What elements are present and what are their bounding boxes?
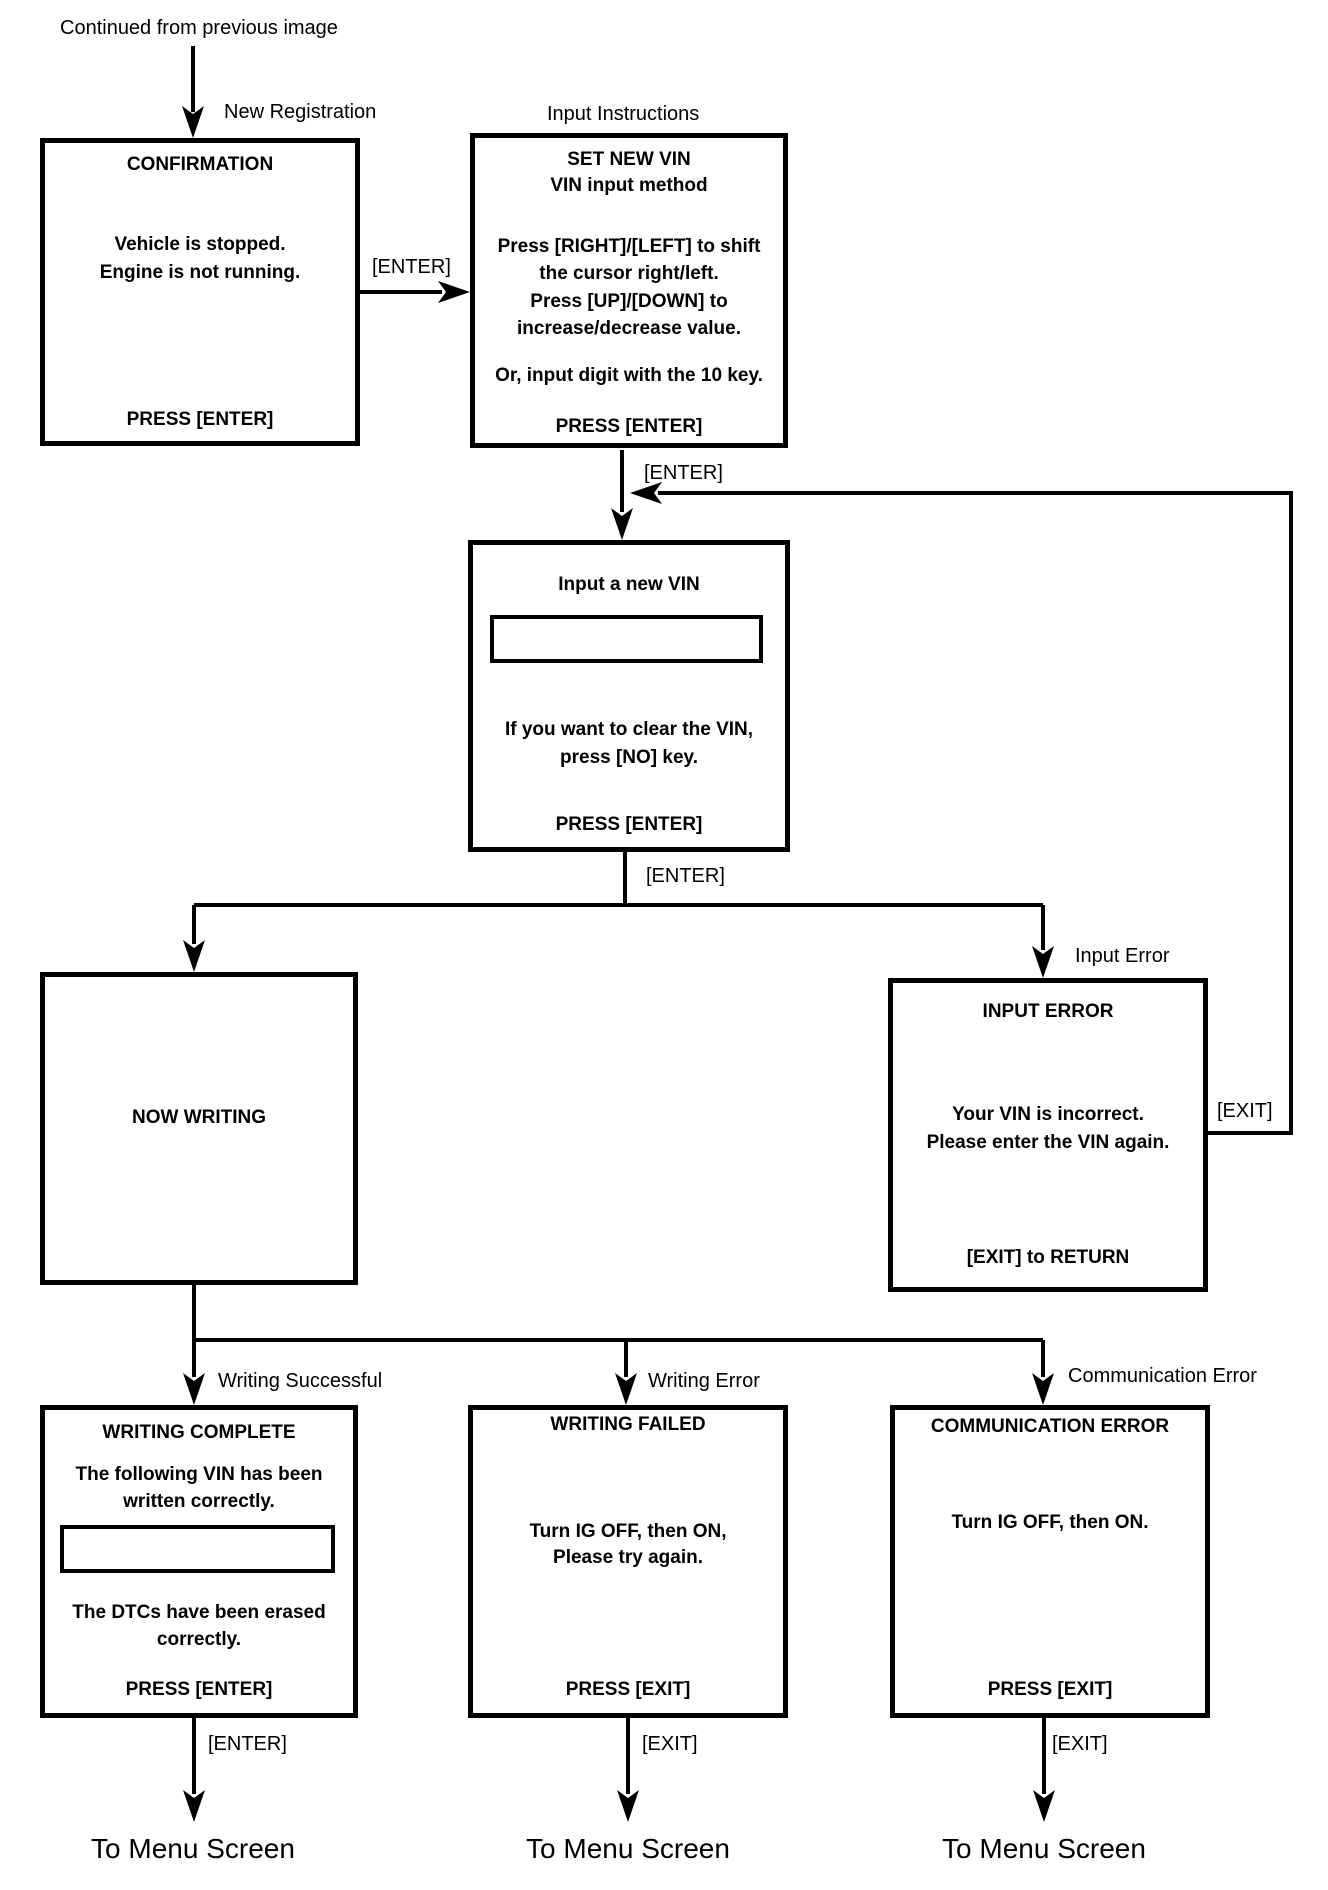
connector-menu-exits [192,1718,1046,1794]
complete-line-1: The following VIN has been [75,1464,323,1485]
arrowhead-menu-1 [183,1790,205,1822]
node-input-new-vin: Input a new VIN If you want to clear the… [468,540,790,852]
connector-result-split [192,1285,1045,1377]
confirmation-title: CONFIRMATION [126,154,274,175]
arrowhead-exit-loop [630,482,662,504]
arrowhead-into-commerror [1032,1373,1054,1405]
arrowhead-into-nowwriting [183,940,205,972]
setvin-line-5: Or, input digit with the 10 key. [495,365,763,386]
inputvin-title: Input a new VIN [558,574,700,595]
arrowhead-into-complete [183,1373,205,1405]
continued-from-label: Continued from previous image [60,17,338,39]
confirmation-line-2: Engine is not running. [99,262,301,283]
setvin-line-3: Press [UP]/[DOWN] to [530,291,728,312]
writing-successful-label: Writing Successful [218,1370,383,1392]
node-confirmation: CONFIRMATION Vehicle is stopped. Engine … [40,138,360,446]
complete-footer: PRESS [ENTER] [125,1679,273,1700]
failed-line-2: Please try again. [553,1547,703,1568]
connector-exit-loop [658,491,1293,1135]
complete-line-2: written correctly. [123,1491,275,1512]
arrowhead-menu-3 [1033,1790,1055,1822]
node-input-error: INPUT ERROR Your VIN is incorrect. Pleas… [888,978,1208,1292]
inputerror-title: INPUT ERROR [982,1001,1114,1022]
setvin-title-2: VIN input method [550,175,708,196]
to-menu-screen-3: To Menu Screen [942,1833,1146,1864]
input-error-label: Input Error [1075,945,1170,967]
confirmation-line-1: Vehicle is stopped. [114,234,286,255]
commerror-title: COMMUNICATION ERROR [930,1416,1170,1437]
enter-label-setvin: [ENTER] [644,462,723,484]
to-menu-screen-1: To Menu Screen [91,1833,295,1864]
input-instructions-label: Input Instructions [547,103,700,125]
inputerror-line-1: Your VIN is incorrect. [952,1104,1144,1125]
setvin-line-1: Press [RIGHT]/[LEFT] to shift [497,236,761,257]
arrowhead-menu-2 [617,1790,639,1822]
vin-display-field [60,1525,335,1573]
vin-input-field [490,615,763,663]
commerror-footer: PRESS [EXIT] [987,1679,1113,1700]
complete-title: WRITING COMPLETE [102,1422,296,1443]
new-registration-label: New Registration [224,101,377,123]
exit-label-menu2: [EXIT] [642,1733,698,1755]
failed-line-1: Turn IG OFF, then ON, [529,1521,727,1542]
setvin-line-4: increase/decrease value. [517,318,741,339]
setvin-title-1: SET NEW VIN [567,149,691,170]
node-communication-error: COMMUNICATION ERROR Turn IG OFF, then ON… [890,1405,1210,1718]
failed-title: WRITING FAILED [550,1414,706,1435]
inputvin-line-2: press [NO] key. [560,747,698,768]
exit-loop-label: [EXIT] [1217,1100,1273,1122]
confirmation-footer: PRESS [ENTER] [126,409,274,430]
node-set-new-vin: SET NEW VIN VIN input method Press [RIGH… [470,133,788,448]
commerror-line-1: Turn IG OFF, then ON. [951,1512,1149,1533]
setvin-footer: PRESS [ENTER] [555,416,703,437]
inputvin-line-1: If you want to clear the VIN, [504,719,754,740]
node-writing-complete: WRITING COMPLETE The following VIN has b… [40,1405,358,1718]
communication-error-label: Communication Error [1068,1365,1257,1387]
setvin-line-2: the cursor right/left. [539,263,719,284]
connector-inputvin-split [192,852,1045,950]
nowwriting-title: NOW WRITING [131,1107,267,1128]
exit-label-menu3: [EXIT] [1052,1733,1108,1755]
writing-error-label: Writing Error [648,1370,760,1392]
inputvin-footer: PRESS [ENTER] [555,814,703,835]
to-menu-screen-2: To Menu Screen [526,1833,730,1864]
enter-label-inputvin: [ENTER] [646,865,725,887]
arrowhead-into-failed [615,1373,637,1405]
complete-line-4: correctly. [156,1629,242,1650]
failed-footer: PRESS [EXIT] [565,1679,691,1700]
enter-label-menu1: [ENTER] [208,1733,287,1755]
enter-label-confirm: [ENTER] [372,256,451,278]
inputerror-footer: [EXIT] to RETURN [966,1247,1130,1268]
arrowhead-into-inputerror [1032,946,1054,978]
node-now-writing: NOW WRITING [40,972,358,1285]
node-writing-failed: WRITING FAILED Turn IG OFF, then ON, Ple… [468,1405,788,1718]
arrowhead-into-confirmation [182,106,204,138]
inputerror-line-2: Please enter the VIN again. [926,1132,1170,1153]
arrowhead-into-setvin [438,281,470,303]
complete-line-3: The DTCs have been erased [72,1602,326,1623]
arrowhead-into-inputvin [611,508,633,540]
